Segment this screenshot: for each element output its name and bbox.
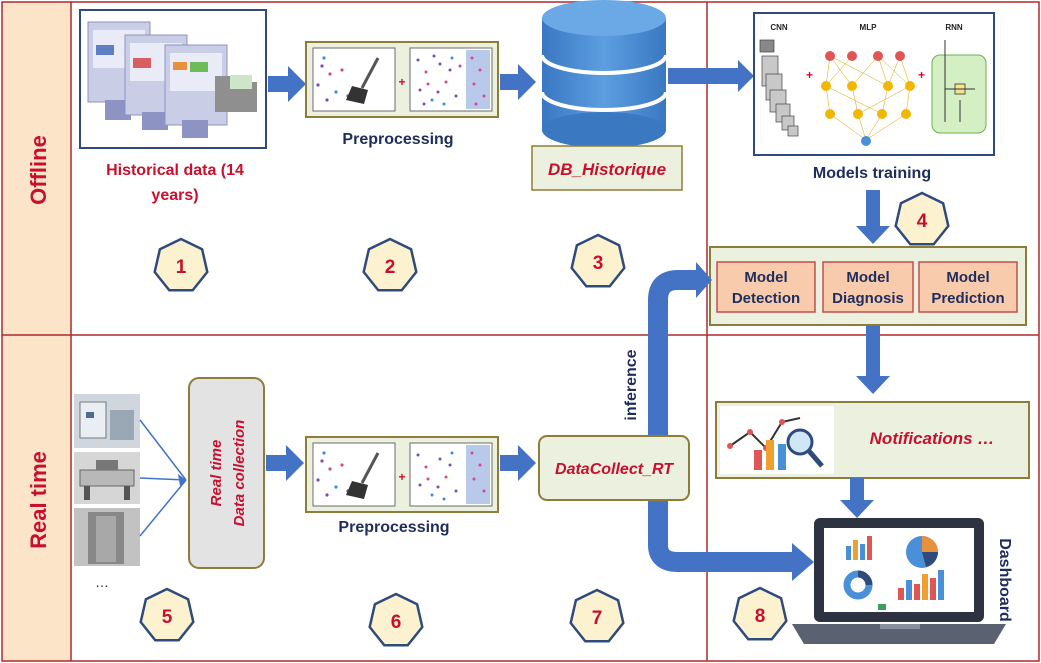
laptop-dashboard-icon [792,518,1006,644]
neural-networks-box: CNN MLP RNN + + [753,12,995,156]
bar-chart-icon [846,536,872,560]
arrow-historical-to-preprocessing [268,66,306,102]
datacollect-box [538,435,690,501]
historical-data-label-line1: Historical data (14 [106,162,244,179]
pie-chart-icon [906,536,938,568]
database-icon [540,0,668,148]
step-heptagon [732,586,788,641]
arrow-preprocessing-to-datacollect [500,445,536,481]
step-number: 1 [176,257,187,278]
arrow-training-to-models [856,190,890,244]
preprocessing-label-realtime: Preprocessing [338,519,449,536]
realtime-collection-line2: Data collection [231,420,248,527]
machine-photo [74,394,140,448]
cnn-icon [759,39,799,137]
rnn-label: RNN [945,23,963,32]
broom-icon [346,452,380,499]
datacollect-label: DataCollect_RT [555,461,674,478]
step-heptagon [139,587,195,642]
analytics-magnifier-icon [727,417,824,470]
svg-text:+: + [918,68,925,82]
model-box [918,261,1018,313]
preprocessing-box-offline: + [305,41,499,118]
step-heptagon [368,592,424,647]
step-number: 3 [593,253,604,274]
notifications-label: Notifications … [870,429,995,448]
step-number: 5 [162,607,173,628]
broom-icon [346,57,380,104]
step-number: 7 [592,608,603,629]
offline-label-bg [2,2,71,335]
inference-label: inference [623,349,640,420]
svg-text:+: + [806,68,813,82]
inference-arrowhead [696,262,712,298]
historical-data-box [79,9,267,149]
steps-group: 1 2 3 4 5 6 7 8 [139,191,950,647]
model-label: Model [846,269,889,286]
step-number: 2 [385,257,396,278]
step-heptagon [569,588,625,643]
plus-sign: + [398,75,405,89]
machine-photo [74,508,140,566]
step-heptagon [570,233,626,288]
monitor-icon [164,44,228,138]
model-label: Diagnosis [832,290,904,307]
preprocessing-label-offline: Preprocessing [342,131,453,148]
step-heptagon [362,237,418,292]
preprocessing-box-realtime: + [305,436,499,513]
step-number: 6 [391,612,402,633]
mlp-label: MLP [860,23,878,32]
step-number: 8 [755,606,766,627]
db-historique-label: DB_Historique [548,160,666,179]
model-label: Model [744,269,787,286]
step-heptagon [153,237,209,292]
step-heptagon [894,191,950,246]
rnn-icon [931,40,987,134]
models-training-label: Models training [813,165,931,182]
dashboard-arrowhead [792,543,814,581]
donut-chart-icon [843,570,873,600]
arrow-db-to-training [668,60,754,92]
column-chart-icon [898,570,944,600]
arrow-collection-to-preprocessing [266,445,304,481]
machine-photo [74,452,140,504]
model-label: Detection [732,290,800,307]
historical-data-label-line2: years) [151,187,198,204]
mlp-icon: + + [806,51,925,146]
db-historique-box [531,145,683,191]
arrow-preprocessing-to-db [500,64,536,100]
folder-icon [215,75,257,112]
realtime-label-bg [2,335,71,661]
dashboard-pipe [648,500,794,572]
realtime-label: Real time [26,451,51,549]
model-box [822,261,914,313]
data-source-lines [139,419,187,537]
plus-sign: + [398,470,405,484]
arrow-notifications-to-dashboard [840,478,874,518]
dense-scatter-icon [416,445,490,504]
model-label: Prediction [931,290,1004,307]
model-label: Model [946,269,989,286]
more-machines-ellipsis: … [95,574,109,590]
arrow-models-to-notifications [856,326,890,394]
realtime-collection-box [188,377,265,569]
offline-label: Offline [26,135,51,205]
step-number: 4 [917,211,928,232]
cnn-label: CNN [770,23,788,32]
realtime-collection-line1: Real time [208,440,225,507]
model-box [716,261,816,313]
dashboard-label: Dashboard [996,538,1013,622]
data-source-arrowhead [178,474,186,486]
inference-pipe [648,270,700,436]
dense-scatter-icon [416,50,490,109]
